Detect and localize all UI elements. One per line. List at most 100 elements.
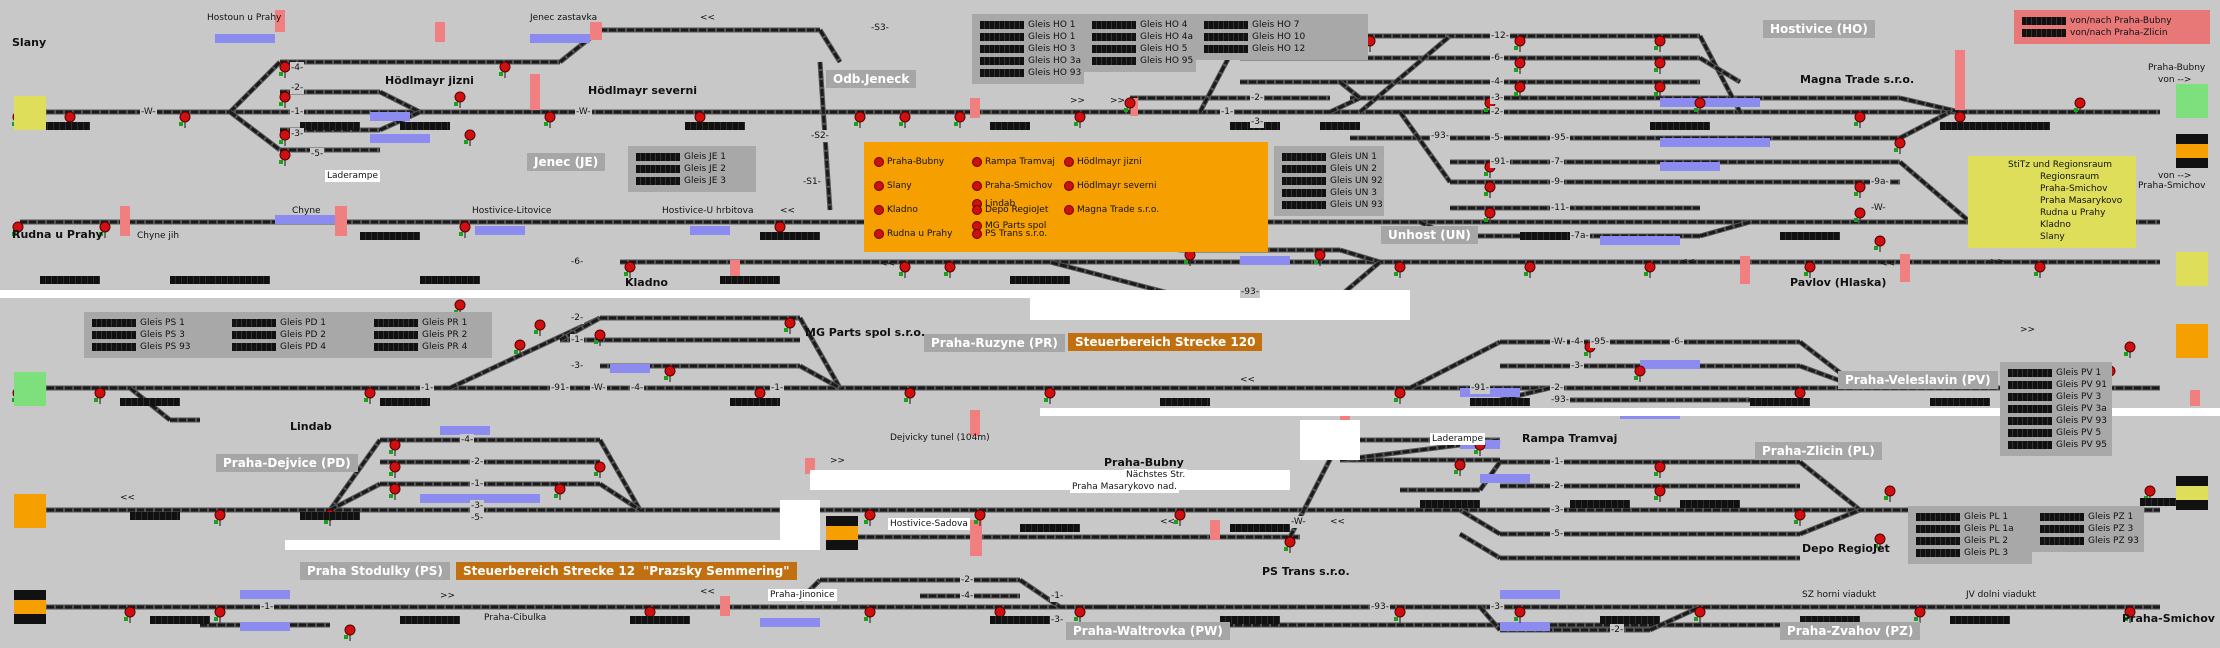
signal[interactable] bbox=[1514, 81, 1526, 98]
panel-row-ho2[interactable]: Gleis HO 4 bbox=[1092, 20, 1188, 30]
signal[interactable] bbox=[389, 483, 401, 500]
train-number-display[interactable] bbox=[1230, 524, 1290, 532]
signal[interactable] bbox=[544, 111, 556, 128]
signal[interactable] bbox=[1654, 81, 1666, 98]
train-number-display[interactable] bbox=[1650, 122, 1710, 130]
panel-row-ho2[interactable]: Gleis HO 95 bbox=[1092, 56, 1193, 66]
signal[interactable] bbox=[12, 221, 24, 238]
region-item-6[interactable]: Slany bbox=[2040, 232, 2065, 242]
train-number-display[interactable] bbox=[1930, 398, 1990, 406]
panel-row-pd[interactable]: Gleis PD 2 bbox=[232, 330, 326, 340]
train-number-display[interactable] bbox=[30, 122, 90, 130]
block-hostivice[interactable]: Hostivice (HO) bbox=[1763, 20, 1875, 38]
block-unhost[interactable]: Unhost (UN) bbox=[1381, 226, 1478, 244]
signal[interactable] bbox=[1124, 97, 1136, 114]
train-number-display[interactable] bbox=[1950, 616, 2010, 624]
panel-row-pv[interactable]: Gleis PV 1 bbox=[2008, 368, 2101, 378]
signal[interactable] bbox=[784, 317, 796, 334]
direction-chevron-icon[interactable]: << bbox=[880, 259, 896, 269]
region-item-5[interactable]: Kladno bbox=[2040, 220, 2071, 230]
panel-row-pr[interactable]: Gleis PR 1 bbox=[374, 318, 467, 328]
signal[interactable] bbox=[1854, 111, 1866, 128]
train-number-display[interactable] bbox=[1420, 500, 1480, 508]
train-number-display[interactable] bbox=[630, 616, 690, 624]
signal[interactable] bbox=[364, 387, 376, 404]
panel-row-un[interactable]: Gleis UN 92 bbox=[1282, 176, 1383, 186]
panel-row-pl[interactable]: Gleis PL 2 bbox=[1916, 536, 2008, 546]
destination-11[interactable]: Rudna u Prahy bbox=[874, 228, 952, 240]
train-number-display[interactable] bbox=[1750, 398, 1810, 406]
exit-marker[interactable] bbox=[2176, 324, 2208, 358]
signal[interactable] bbox=[214, 606, 226, 623]
panel-row-pz[interactable]: Gleis PZ 1 bbox=[2040, 512, 2133, 522]
exit-marker[interactable] bbox=[826, 516, 858, 550]
exit-marker[interactable] bbox=[2176, 476, 2208, 510]
train-number-display[interactable] bbox=[760, 232, 820, 240]
panel-row-ho[interactable]: Gleis HO 1 bbox=[980, 32, 1076, 42]
signal[interactable] bbox=[94, 387, 106, 404]
panel-row-ho[interactable]: Gleis HO 93 bbox=[980, 68, 1081, 78]
direction-chevron-icon[interactable]: << bbox=[1160, 517, 1176, 527]
signal[interactable] bbox=[2124, 606, 2136, 623]
signal[interactable] bbox=[99, 221, 111, 238]
panel-row-un[interactable]: Gleis UN 3 bbox=[1282, 188, 1377, 198]
exit-marker[interactable] bbox=[14, 590, 46, 624]
signal[interactable] bbox=[899, 111, 911, 128]
direction-chevron-icon[interactable]: >> bbox=[1990, 257, 2006, 267]
block-steuer122[interactable]: Steuerbereich Strecke 122 bbox=[456, 562, 651, 580]
exit-marker[interactable] bbox=[2176, 84, 2208, 118]
exit-marker[interactable] bbox=[2176, 252, 2208, 286]
panel-row-pl[interactable]: Gleis PL 1a bbox=[1916, 524, 2014, 534]
signal[interactable] bbox=[124, 606, 136, 623]
train-number-display[interactable] bbox=[990, 122, 1030, 130]
train-number-display[interactable] bbox=[1780, 232, 1840, 240]
signal[interactable] bbox=[279, 149, 291, 166]
train-number-display[interactable] bbox=[130, 512, 180, 520]
direction-chevron-icon[interactable]: >> bbox=[1070, 96, 1086, 106]
signal[interactable] bbox=[1654, 57, 1666, 74]
panel-row-pz[interactable]: Gleis PZ 3 bbox=[2040, 524, 2133, 534]
panel-row-ho[interactable]: Gleis HO 1 bbox=[980, 20, 1076, 30]
destination-8[interactable]: Depo RegioJet bbox=[972, 204, 1048, 216]
panel-row-von_nach[interactable]: von/nach Praha-Zlicin bbox=[2022, 28, 2168, 38]
signal[interactable] bbox=[624, 261, 636, 278]
train-number-display[interactable] bbox=[120, 398, 180, 406]
signal[interactable] bbox=[1634, 365, 1646, 382]
panel-row-pv[interactable]: Gleis PV 91 bbox=[2008, 380, 2107, 390]
panel-row-ho[interactable]: Gleis HO 3 bbox=[980, 44, 1076, 54]
signal[interactable] bbox=[1394, 387, 1406, 404]
signal[interactable] bbox=[1454, 459, 1466, 476]
exit-marker[interactable] bbox=[14, 96, 46, 130]
signal[interactable] bbox=[534, 319, 546, 336]
exit-marker[interactable] bbox=[2176, 134, 2208, 168]
signal[interactable] bbox=[974, 509, 986, 526]
signal[interactable] bbox=[2124, 341, 2136, 358]
signal[interactable] bbox=[279, 129, 291, 146]
signal[interactable] bbox=[1804, 261, 1816, 278]
signal[interactable] bbox=[1694, 97, 1706, 114]
signal[interactable] bbox=[1874, 235, 1886, 252]
block-jenec[interactable]: Jenec (JE) bbox=[527, 153, 606, 171]
train-number-display[interactable] bbox=[1470, 398, 1530, 406]
signal[interactable] bbox=[1514, 606, 1526, 623]
direction-chevron-icon[interactable]: << bbox=[1680, 257, 1696, 267]
train-number-display[interactable] bbox=[1600, 616, 1660, 624]
train-number-display[interactable] bbox=[1940, 122, 1990, 130]
signal[interactable] bbox=[1314, 249, 1326, 266]
panel-row-ho3[interactable]: Gleis HO 7 bbox=[1204, 20, 1300, 30]
signal[interactable] bbox=[904, 387, 916, 404]
signal[interactable] bbox=[2034, 261, 2046, 278]
train-number-display[interactable] bbox=[300, 512, 360, 520]
panel-row-pl[interactable]: Gleis PL 1 bbox=[1916, 512, 2008, 522]
block-waltrovka[interactable]: Praha-Waltrovka (PW) bbox=[1066, 622, 1230, 640]
train-number-display[interactable] bbox=[150, 616, 210, 624]
signal[interactable] bbox=[1484, 207, 1496, 224]
panel-row-je[interactable]: Gleis JE 1 bbox=[636, 152, 726, 162]
direction-chevron-icon[interactable]: >> bbox=[1110, 96, 1126, 106]
signal[interactable] bbox=[514, 339, 526, 356]
panel-row-pv[interactable]: Gleis PV 93 bbox=[2008, 416, 2107, 426]
region-item-2[interactable]: Praha-Smichov bbox=[2040, 184, 2108, 194]
signal[interactable] bbox=[454, 91, 466, 108]
signal[interactable] bbox=[594, 329, 606, 346]
panel-row-un[interactable]: Gleis UN 1 bbox=[1282, 152, 1377, 162]
